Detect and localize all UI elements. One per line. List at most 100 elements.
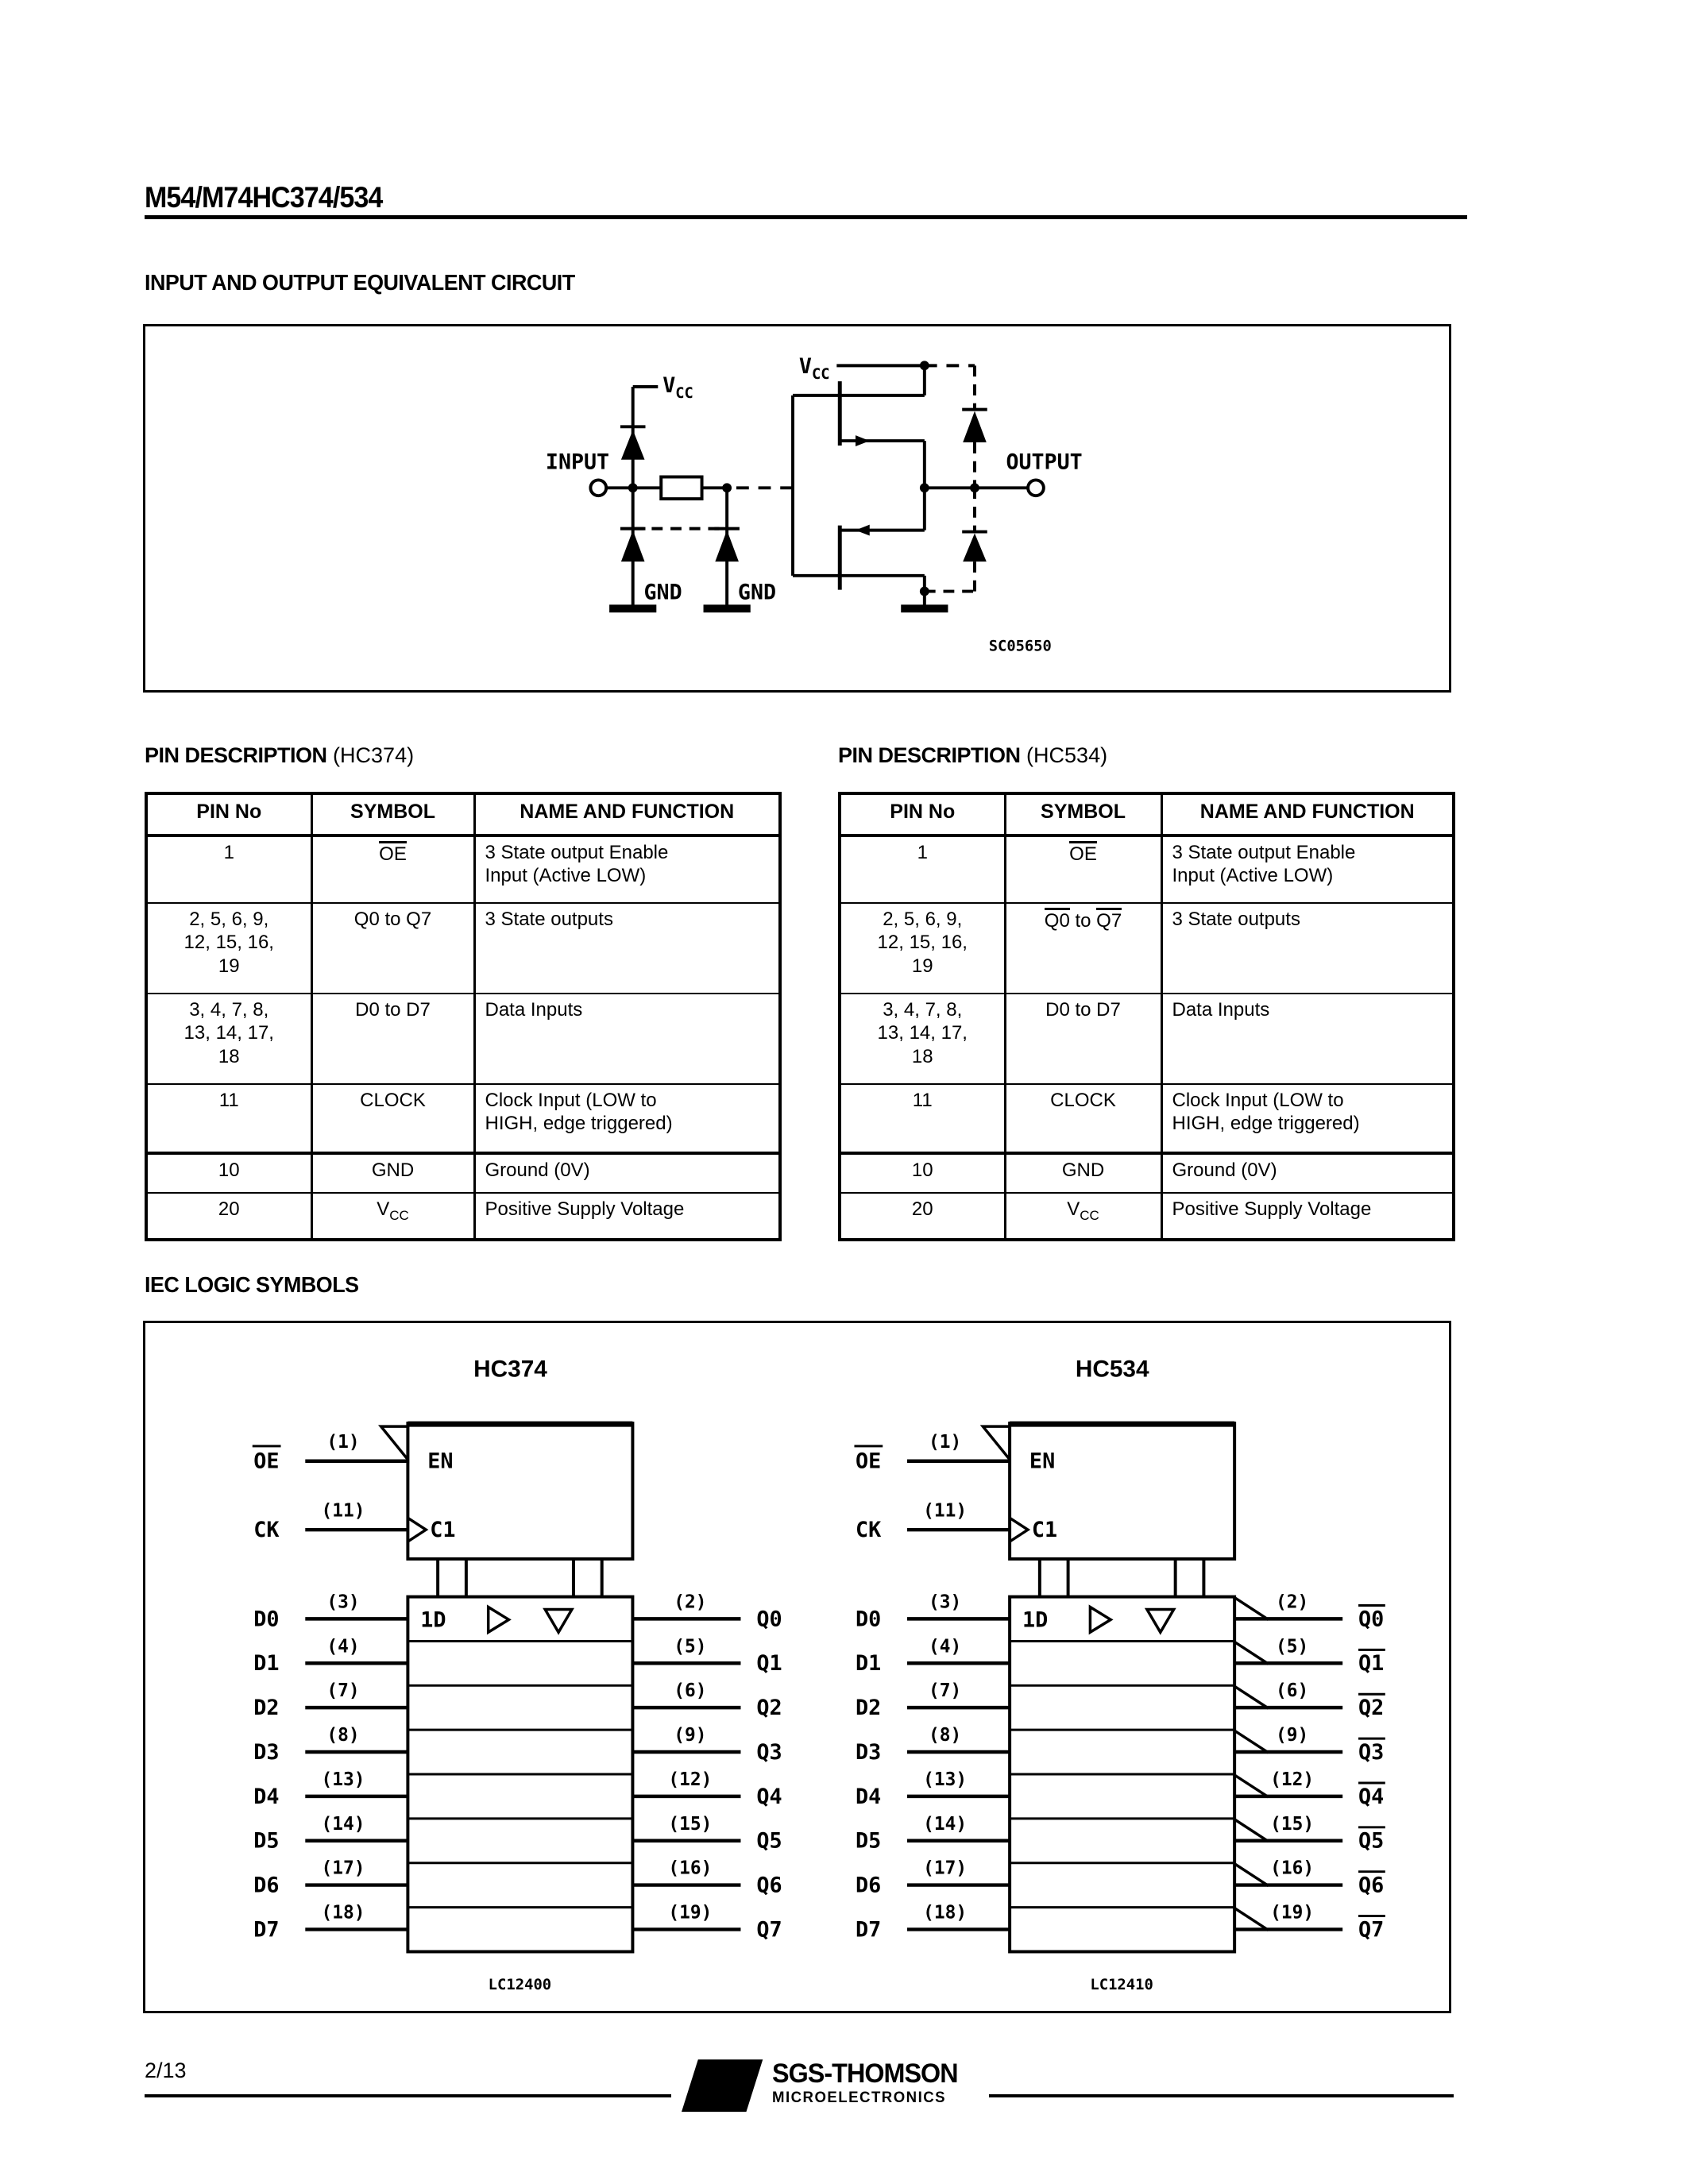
name-cell: Clock Input (LOW to HIGH, edge triggered… xyxy=(473,1083,782,1154)
output-gnd-diode xyxy=(963,533,987,562)
pin-number: (13) xyxy=(321,1769,365,1790)
pin-no-cell: 2, 5, 6, 9, 12, 15, 16, 19 xyxy=(145,902,313,994)
col-header-symbol: SYMBOL xyxy=(310,793,476,837)
output-terminal xyxy=(1026,478,1045,498)
col-header-name-function: NAME AND FUNCTION xyxy=(473,793,782,837)
q-output-label: Q7 xyxy=(1358,1917,1384,1942)
table-row: 3, 4, 7, 8, 13, 14, 17, 18 D0 to D7 Data… xyxy=(838,993,1455,1085)
pin-no-cell: 2, 5, 6, 9, 12, 15, 16, 19 xyxy=(838,902,1006,994)
table-row: 11 CLOCK Clock Input (LOW to HIGH, edge … xyxy=(838,1083,1455,1154)
symbol-cell: D0 to D7 xyxy=(1003,993,1163,1085)
iec-logic-symbols-diagram: HC374LC12400OE(1)ENCK(11)C11DD0(3)(2)Q0D… xyxy=(252,1356,1385,1993)
pin-table-hc374: PIN No SYMBOL NAME AND FUNCTION 1 OE 3 S… xyxy=(145,792,782,1241)
pin-number: (2) xyxy=(674,1592,706,1612)
symbol-cell: Q0 to Q7 xyxy=(310,902,476,994)
name-cell: Ground (0V) xyxy=(473,1152,782,1194)
table-header-row: PIN No SYMBOL NAME AND FUNCTION xyxy=(145,793,782,837)
name-cell: Clock Input (LOW to HIGH, edge triggered… xyxy=(1160,1083,1455,1154)
q-output-label: Q1 xyxy=(756,1651,782,1676)
table-row: 11 CLOCK Clock Input (LOW to HIGH, edge … xyxy=(145,1083,782,1154)
pin-number: (8) xyxy=(929,1725,961,1746)
name-cell: Data Inputs xyxy=(1160,993,1455,1085)
cell-1d-label: 1D xyxy=(1022,1607,1048,1632)
oe-label: OE xyxy=(856,1449,881,1474)
inversion-slash xyxy=(1234,1729,1269,1754)
symbol-cell: OE xyxy=(1003,835,1163,904)
name-cell: 3 State outputs xyxy=(1160,902,1455,994)
diagram-code: LC12410 xyxy=(1090,1976,1153,1993)
pin-number: (15) xyxy=(668,1814,712,1835)
pin-no-cell: 11 xyxy=(145,1083,313,1154)
symbol-cell: VCC xyxy=(1003,1192,1163,1241)
pin-number: (1) xyxy=(929,1432,961,1453)
pin-number: (5) xyxy=(674,1636,706,1657)
pin-number: (6) xyxy=(1276,1680,1308,1701)
pin-number: (12) xyxy=(668,1769,712,1790)
symbol-cell: CLOCK xyxy=(310,1083,476,1154)
iec-hc374-symbol: HC374LC12400OE(1)ENCK(11)C11DD0(3)(2)Q0D… xyxy=(252,1356,782,1993)
col-header-pin-no: PIN No xyxy=(838,793,1006,837)
diagram-code: LC12400 xyxy=(489,1976,551,1993)
gnd-label: GND xyxy=(644,580,682,604)
pin-number: (11) xyxy=(321,1500,365,1521)
brand-block: SGS-THOMSON MICROELECTRONICS xyxy=(772,2060,968,2105)
d-input-label: D4 xyxy=(856,1785,881,1809)
table-row: 1 OE 3 State output Enable Input (Active… xyxy=(145,835,782,904)
pin-number: (4) xyxy=(929,1636,961,1657)
q-output-label: Q3 xyxy=(756,1740,782,1765)
pin-number: (5) xyxy=(1276,1636,1308,1657)
inversion-slash xyxy=(1234,1862,1269,1888)
symbol-cell: Q0 to Q7 xyxy=(1003,902,1163,994)
name-cell: Data Inputs xyxy=(473,993,782,1085)
vcc-label: VCC xyxy=(662,373,693,402)
output-label: OUTPUT xyxy=(1006,450,1082,475)
inversion-slash xyxy=(1234,1773,1269,1799)
d-input-label: D3 xyxy=(253,1740,279,1765)
heading-variant: (HC374) xyxy=(333,743,415,767)
table-row: 20 VCC Positive Supply Voltage xyxy=(145,1192,782,1241)
cell-1d-label: 1D xyxy=(420,1607,446,1632)
pin-no-cell: 11 xyxy=(838,1083,1006,1154)
section-heading-equivalent-circuit: INPUT AND OUTPUT EQUIVALENT CIRCUIT xyxy=(145,270,575,295)
inversion-slash xyxy=(1234,1640,1269,1665)
d-input-label: D0 xyxy=(856,1607,881,1631)
series-resistor xyxy=(659,475,704,501)
name-cell: Positive Supply Voltage xyxy=(1160,1192,1455,1241)
q-output-label: Q5 xyxy=(756,1829,782,1854)
q-output-label: Q6 xyxy=(756,1873,782,1898)
symbol-cell: CLOCK xyxy=(1003,1083,1163,1154)
q-output-label: Q0 xyxy=(756,1607,782,1631)
pin-number: (3) xyxy=(326,1592,359,1612)
section-heading-iec-logic-symbols: IEC LOGIC SYMBOLS xyxy=(145,1272,359,1297)
q-output-label: Q0 xyxy=(1358,1607,1384,1631)
pin-number: (13) xyxy=(923,1769,967,1790)
input-terminal xyxy=(589,478,608,498)
table-header-row: PIN No SYMBOL NAME AND FUNCTION xyxy=(838,793,1455,837)
q-output-label: Q4 xyxy=(756,1785,782,1809)
footer-rule-right xyxy=(989,2094,1454,2097)
pin-number: (6) xyxy=(674,1680,706,1701)
pin-number: (16) xyxy=(1270,1858,1314,1879)
pin-number: (4) xyxy=(326,1636,359,1657)
footer-rule-left xyxy=(145,2094,671,2097)
d-input-label: D2 xyxy=(856,1696,881,1720)
heading-text: PIN DESCRIPTION xyxy=(145,743,327,767)
equivalent-circuit-figure: VCC VCC INPUT OUTPUT GND GND SC05650 xyxy=(143,324,1451,693)
en-label: EN xyxy=(1029,1449,1055,1474)
down-triangle-icon xyxy=(543,1607,574,1635)
input-label: INPUT xyxy=(546,450,609,475)
page-title: M54/M74HC374/534 xyxy=(145,181,383,214)
d-input-label: D6 xyxy=(253,1873,279,1898)
pin-no-cell: 1 xyxy=(145,835,313,904)
active-low-triangle xyxy=(377,1425,410,1464)
table-row: 3, 4, 7, 8, 13, 14, 17, 18 D0 to D7 Data… xyxy=(145,993,782,1085)
table-row: 2, 5, 6, 9, 12, 15, 16, 19 Q0 to Q7 3 St… xyxy=(838,902,1455,994)
heading-variant: (HC534) xyxy=(1026,743,1108,767)
iec-hc534-symbol: HC534LC12410OE(1)ENCK(11)C11DD0(3)(2)Q0D… xyxy=(854,1356,1385,1993)
pin-number: (9) xyxy=(674,1725,706,1746)
name-cell: 3 State output Enable Input (Active LOW) xyxy=(1160,835,1455,904)
diagram-title: HC534 xyxy=(1076,1356,1149,1383)
pin-no-cell: 10 xyxy=(838,1152,1006,1194)
inversion-slash xyxy=(1234,1907,1269,1931)
table-row: 2, 5, 6, 9, 12, 15, 16, 19 Q0 to Q7 3 St… xyxy=(145,902,782,994)
